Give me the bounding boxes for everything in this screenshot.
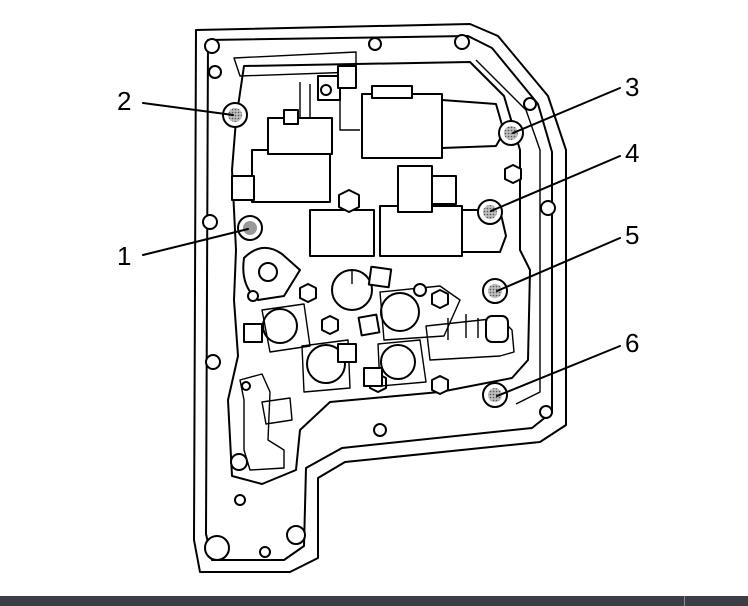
callout-5: 5 [625, 220, 639, 250]
callout-1: 1 [117, 241, 131, 271]
valve-body [227, 61, 531, 485]
solenoid-left [231, 109, 333, 203]
plate-holes [202, 34, 556, 561]
plate-outline [193, 23, 567, 573]
leader-line-2 [142, 102, 234, 116]
lower-components [242, 247, 515, 393]
bottom-bar-divider [684, 596, 685, 606]
callout-bolts [222, 102, 524, 408]
leader-line-1 [142, 228, 249, 256]
callout-6: 6 [625, 328, 639, 358]
leader-line-3 [512, 87, 621, 134]
leader-lines [142, 87, 621, 397]
bolt-icon [482, 382, 508, 408]
bolt-icon [482, 278, 508, 304]
callout-4: 4 [625, 138, 639, 168]
bolt-icon [222, 102, 248, 128]
bottom-bar [0, 596, 748, 606]
callout-labels: 1 2 3 4 5 6 [117, 72, 639, 358]
bolt-icon [498, 120, 524, 146]
hex-bolts [299, 164, 522, 395]
bolt-icon [477, 199, 503, 225]
solenoid-middle [309, 165, 507, 257]
leader-line-6 [496, 345, 621, 397]
callout-3: 3 [625, 72, 639, 102]
leader-line-5 [496, 237, 621, 292]
leader-line-4 [490, 155, 621, 212]
solenoid-upper [299, 65, 505, 159]
callout-2: 2 [117, 86, 131, 116]
bolt-icon [237, 215, 263, 241]
